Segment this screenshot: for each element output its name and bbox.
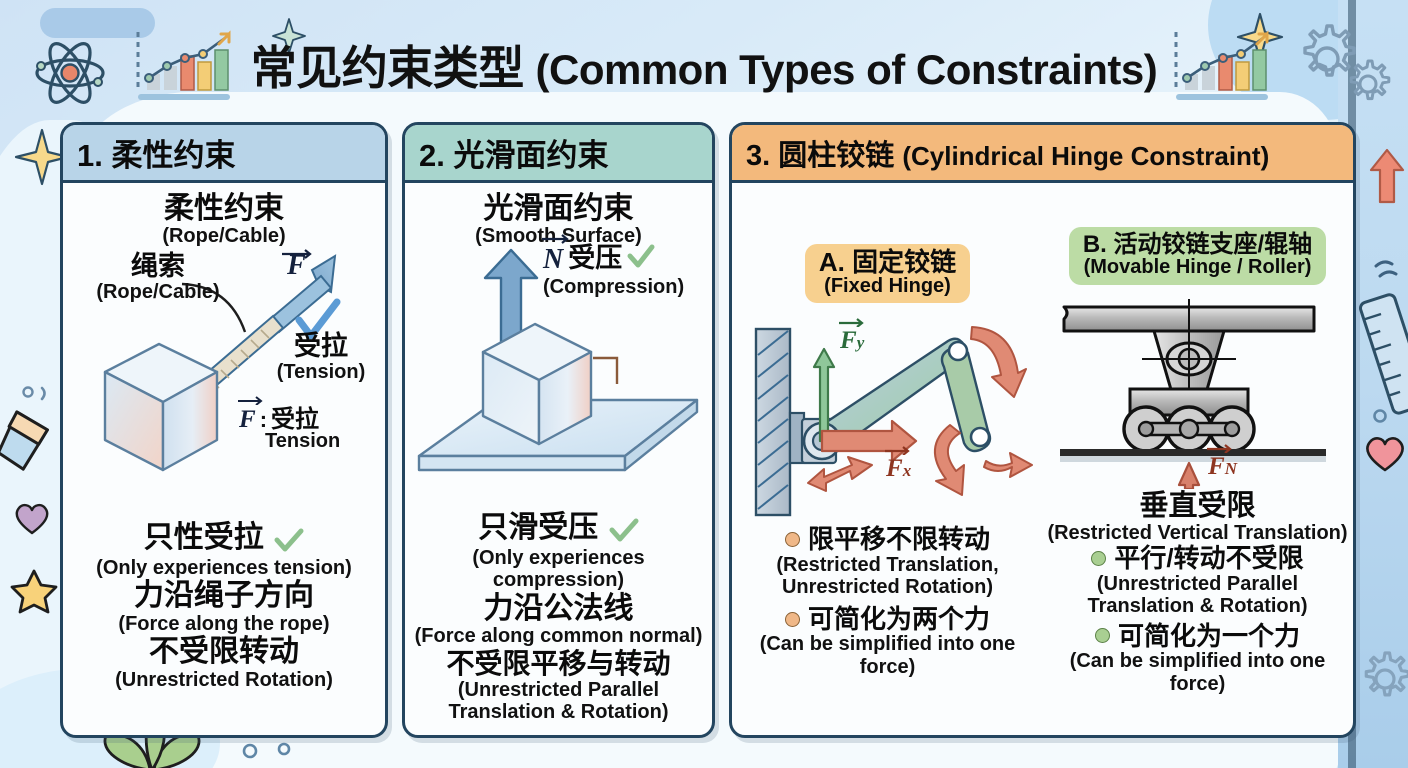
panel-1-subtitle-cn: 柔性约束: [164, 192, 284, 225]
bullet-item: 可简化为一个力 (Can be simplified into one forc…: [1069, 620, 1326, 695]
fact-item: 不受限平移与转动 (Unrestricted Parallel Translat…: [446, 647, 671, 724]
tag-fixed-hinge-en: (Fixed Hinge): [824, 275, 951, 298]
panel-2-header: 2. 光滑面约束: [405, 125, 712, 183]
bullet-dot-icon: [784, 611, 800, 627]
constraint-panels: 1. 柔性约束 柔性约束 (Rope/Cable): [60, 122, 1356, 738]
tension-label: 受拉 (Tension): [276, 330, 366, 384]
force-y-label: Fy: [839, 318, 864, 355]
compression-cn: 受压: [568, 242, 623, 273]
ruler-icon: [1359, 288, 1408, 418]
fact-item: 只性受拉 (Only experiences tension): [96, 520, 352, 580]
arrow-up-icon: [1368, 148, 1406, 204]
panel-flexible-constraint: 1. 柔性约束 柔性约束 (Rope/Cable): [60, 122, 388, 738]
panel-2-subtitle-cn: 光滑面约束: [483, 192, 634, 225]
panel-2-subtitle: 光滑面约束 (Smooth Surface): [475, 192, 642, 248]
legend-force-en: Tension: [265, 429, 341, 452]
panel-1-facts: 只性受拉 (Only experiences tension) 力沿绳子方向 (…: [96, 520, 352, 692]
bullet-dot-icon: [784, 532, 800, 548]
check-icon: [609, 518, 639, 547]
heart-icon: [1362, 432, 1408, 474]
fact-item: 力沿公法线 (Force along common normal): [414, 591, 703, 648]
panel-3-body: A. 固定铰链 (Fixed Hinge): [732, 183, 1353, 735]
tag-movable-hinge: B. 活动铰链支座/辊轴 (Movable Hinge / Roller): [1068, 226, 1327, 285]
bullet-item: 限平移不限转动 (Restricted Translation, Unrestr…: [776, 524, 999, 599]
panel-1-body: 柔性约束 (Rope/Cable): [63, 183, 385, 735]
normal-force-arrow: [483, 248, 539, 371]
bullet-dot-icon: [1094, 628, 1110, 644]
tag-movable-hinge-cn: B. 活动铰链支座/辊轴: [1082, 230, 1313, 258]
compression-en: (Compression): [543, 275, 685, 298]
panel-1-subtitle: 柔性约束 (Rope/Cable): [162, 192, 286, 248]
legend-force-cn: 受拉: [271, 405, 320, 433]
gear-icon: [1354, 648, 1408, 710]
force-x-label: Fx: [885, 446, 911, 483]
panel-1-number: 1.: [77, 138, 103, 173]
panel-1-diagram: F 绳索 (Rop: [69, 248, 379, 520]
panel-1-title: 柔性约束: [111, 138, 236, 173]
panel-2-subtitle-en: (Smooth Surface): [475, 225, 642, 248]
panel-3-title-cn: 圆柱铰链: [778, 139, 895, 172]
bar-chart-trend-icon: [1171, 28, 1275, 102]
bar-chart-trend-icon: [133, 28, 237, 102]
svg-text:F: F: [286, 250, 306, 281]
panel-2-facts: 只滑受压 (Only experiences compression) 力沿公法…: [411, 510, 706, 725]
pencil-icon: [0, 410, 60, 488]
check-icon: [274, 528, 304, 557]
column-fixed-hinge: A. 固定铰链 (Fixed Hinge): [736, 243, 1039, 678]
bullet-item: 可简化为两个力 (Can be simplified into one forc…: [759, 603, 1016, 678]
page-header: 常见约束类型 (Common Types of Constraints): [0, 18, 1408, 112]
tag-movable-hinge-en: (Movable Hinge / Roller): [1083, 256, 1312, 279]
motion-lines-icon: [1372, 254, 1406, 282]
force-legend: F : 受拉 Tension: [238, 396, 385, 452]
force-vector-label-F: F: [282, 248, 312, 281]
dot-icon: [1372, 408, 1388, 424]
star-icon: [10, 568, 58, 614]
bullet-item: 平行/转动不受限 (Unrestricted Parallel Translat…: [1087, 543, 1308, 618]
fixed-hinge-diagram: Fy Fx: [736, 307, 1039, 525]
panel-3-number: 3.: [746, 139, 771, 172]
page-title-en: (Common Types of Constraints): [535, 46, 1158, 93]
panel-3-header: 3. 圆柱铰链 (Cylindrical Hinge Constraint): [732, 125, 1353, 183]
panel-2-diagram: N 受压 (Compression): [411, 233, 706, 510]
fact-item: 不受限转动 (Unrestricted Rotation): [115, 635, 333, 691]
tag-fixed-hinge-cn: A. 固定铰链: [818, 246, 957, 277]
panel-2-title: 光滑面约束: [453, 138, 609, 173]
panel-cylindrical-hinge-constraint: 3. 圆柱铰链 (Cylindrical Hinge Constraint) A…: [729, 122, 1356, 738]
normal-force-label: N 受压 (Compression): [542, 233, 711, 298]
roller-support-diagram: FN: [1046, 289, 1349, 490]
column-movable-hinge-roller: B. 活动铰链支座/辊轴 (Movable Hinge / Roller): [1046, 226, 1349, 695]
rope-label: 绳索 (Rope/Cable): [96, 250, 220, 304]
panel-1-subtitle-en: (Rope/Cable): [162, 225, 286, 248]
dot-icon: [18, 382, 58, 416]
legend-force-symbol: F: [239, 405, 256, 433]
panel-1-header: 1. 柔性约束: [63, 125, 385, 183]
tag-fixed-hinge: A. 固定铰链 (Fixed Hinge): [804, 243, 971, 304]
check-icon: [627, 244, 655, 273]
heart-icon: [12, 500, 52, 536]
fixed-hinge-bullets: 限平移不限转动 (Restricted Translation, Unrestr…: [736, 525, 1039, 678]
force-symbol-N: N: [543, 243, 564, 275]
panel-2-number: 2.: [419, 138, 445, 173]
panel-smooth-surface-constraint: 2. 光滑面约束 光滑面约束 (Smooth Surface): [402, 122, 715, 738]
force-normal-label: FN: [1207, 443, 1237, 481]
panel-2-body: 光滑面约束 (Smooth Surface): [405, 183, 712, 735]
page-title: 常见约束类型 (Common Types of Constraints): [250, 32, 1158, 98]
page-title-cn: 常见约束类型: [250, 42, 525, 94]
roller-bullets: 平行/转动不受限 (Unrestricted Parallel Translat…: [1046, 544, 1349, 695]
fact-item: 力沿绳子方向 (Force along the rope): [118, 579, 330, 635]
dot-icon: [240, 740, 300, 762]
fact-item: 只滑受压 (Only experiences compression): [472, 510, 645, 592]
roller-headline: 垂直受限 (Restricted Vertical Translation): [1047, 489, 1348, 544]
panel-3-title-en: (Cylindrical Hinge Constraint): [902, 140, 1270, 171]
bullet-dot-icon: [1091, 551, 1107, 567]
